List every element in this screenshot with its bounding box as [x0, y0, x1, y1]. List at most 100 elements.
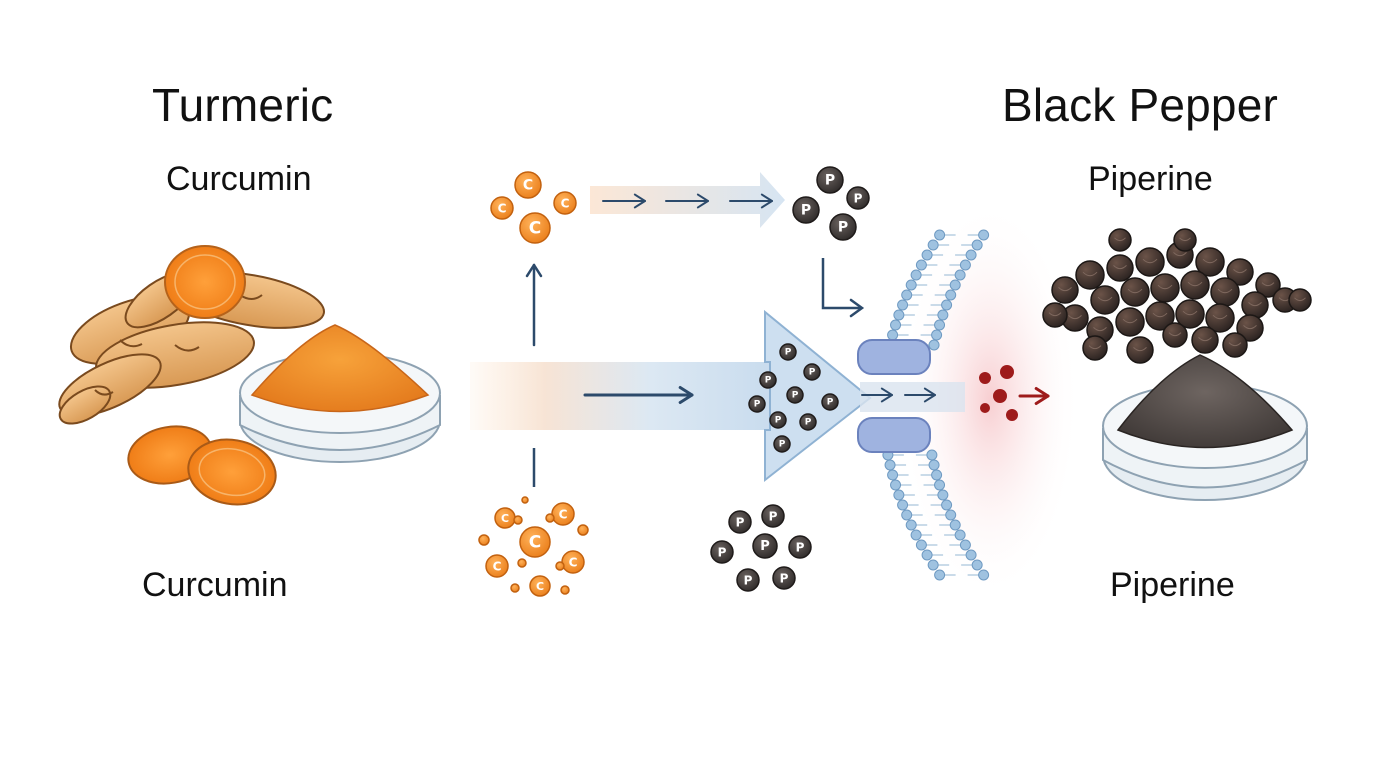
- svg-text:P: P: [801, 203, 811, 219]
- svg-text:P: P: [754, 400, 761, 410]
- piperine-molecule: P: [769, 411, 787, 429]
- svg-text:P: P: [718, 546, 727, 560]
- svg-text:C: C: [493, 560, 502, 574]
- piperine-molecule: P: [759, 371, 777, 389]
- curcumin-molecule: C: [553, 191, 577, 215]
- svg-text:P: P: [825, 173, 835, 189]
- curcumin-molecule: C: [514, 171, 542, 199]
- pepper-powder-dish-icon: [1102, 354, 1308, 501]
- svg-text:P: P: [854, 192, 863, 206]
- transfer-arrow: [665, 193, 709, 209]
- piperine-molecule: P: [816, 166, 844, 194]
- absorbed-molecule: [1006, 409, 1018, 421]
- turmeric-title: Turmeric: [152, 79, 334, 131]
- svg-text:P: P: [780, 572, 789, 586]
- svg-text:C: C: [561, 197, 570, 211]
- piperine-molecule: P: [748, 395, 766, 413]
- absorbed-molecule: [980, 403, 990, 413]
- piperine-label-top: Piperine: [1088, 160, 1213, 198]
- svg-text:P: P: [760, 539, 770, 554]
- membrane-channel-icon: [857, 417, 931, 453]
- up-arrow: [525, 263, 543, 347]
- piperine-molecule: P: [846, 186, 870, 210]
- turmeric-root-icon: [58, 245, 325, 506]
- curcumin-molecule: [521, 496, 529, 504]
- piperine-molecule: P: [821, 393, 839, 411]
- membrane-channel-icon: [857, 339, 931, 375]
- curcumin-molecule: C: [551, 502, 575, 526]
- svg-text:C: C: [529, 219, 541, 239]
- curcumin-molecule: C: [485, 554, 509, 578]
- svg-text:P: P: [769, 510, 778, 524]
- curcumin-molecule: C: [561, 550, 585, 574]
- curcumin-molecule: [545, 513, 555, 523]
- elbow-arrow: [821, 258, 860, 310]
- cell-membrane-icon: [857, 229, 990, 581]
- svg-text:P: P: [736, 516, 745, 530]
- svg-text:C: C: [536, 580, 544, 593]
- svg-text:C: C: [501, 512, 509, 525]
- curcumin-molecule: [577, 524, 589, 536]
- svg-text:P: P: [744, 574, 753, 588]
- large-arrow-head: [764, 309, 872, 483]
- svg-text:P: P: [809, 368, 816, 378]
- svg-text:P: P: [785, 348, 792, 358]
- curcumin-molecule: C: [519, 212, 551, 244]
- curcumin-molecule: C: [494, 507, 516, 529]
- piperine-molecule: P: [761, 504, 785, 528]
- svg-text:C: C: [559, 508, 568, 522]
- transfer-arrow: [729, 193, 773, 209]
- main-flow-arrow: [583, 385, 694, 405]
- transfer-arrow: [602, 193, 646, 209]
- piperine-molecule: P: [788, 535, 812, 559]
- curcumin-molecule: [513, 515, 523, 525]
- piperine-label-bottom: Piperine: [1110, 566, 1235, 604]
- curcumin-molecule: [517, 558, 527, 568]
- curcumin-molecule: [510, 583, 520, 593]
- absorbed-molecule: [993, 389, 1007, 403]
- piperine-molecule: P: [786, 386, 804, 404]
- membrane-arrow: [904, 387, 936, 403]
- absorption-arrow: [1018, 386, 1050, 406]
- svg-text:P: P: [827, 398, 834, 408]
- curcumin-molecule: C: [529, 575, 551, 597]
- curcumin-molecule: [478, 534, 490, 546]
- piperine-molecule: P: [728, 510, 752, 534]
- piperine-molecule: P: [773, 435, 791, 453]
- black-pepper-title: Black Pepper: [1002, 79, 1278, 131]
- membrane-arrow: [861, 387, 893, 403]
- piperine-molecule: P: [772, 566, 796, 590]
- black-peppercorns-icon: [1042, 228, 1312, 364]
- curcumin-molecule: [555, 561, 565, 571]
- piperine-molecule: P: [829, 213, 857, 241]
- curcumin-label-top: Curcumin: [166, 160, 312, 198]
- svg-text:P: P: [775, 416, 782, 426]
- svg-text:C: C: [498, 202, 507, 216]
- turmeric-powder-dish-icon: [239, 324, 441, 463]
- svg-text:C: C: [569, 556, 578, 570]
- svg-text:P: P: [792, 391, 799, 401]
- svg-text:C: C: [529, 533, 541, 553]
- piperine-molecule: P: [710, 540, 734, 564]
- absorbed-molecule: [979, 372, 991, 384]
- svg-text:P: P: [779, 440, 786, 450]
- curcumin-molecule: C: [490, 196, 514, 220]
- svg-text:P: P: [765, 376, 772, 386]
- svg-text:P: P: [838, 220, 848, 236]
- svg-text:C: C: [523, 178, 533, 194]
- curcumin-label-bottom: Curcumin: [142, 566, 288, 604]
- membrane-passage-band: [860, 382, 965, 412]
- svg-text:P: P: [796, 541, 805, 555]
- piperine-molecule: P: [736, 568, 760, 592]
- piperine-molecule: P: [792, 196, 820, 224]
- absorbed-molecule: [1000, 365, 1014, 379]
- curcumin-molecule: C: [519, 526, 551, 558]
- piperine-molecule: P: [799, 413, 817, 431]
- piperine-molecule: P: [752, 533, 778, 559]
- svg-text:P: P: [805, 418, 812, 428]
- piperine-molecule: P: [803, 363, 821, 381]
- piperine-molecule: P: [779, 343, 797, 361]
- curcumin-molecule: [560, 585, 570, 595]
